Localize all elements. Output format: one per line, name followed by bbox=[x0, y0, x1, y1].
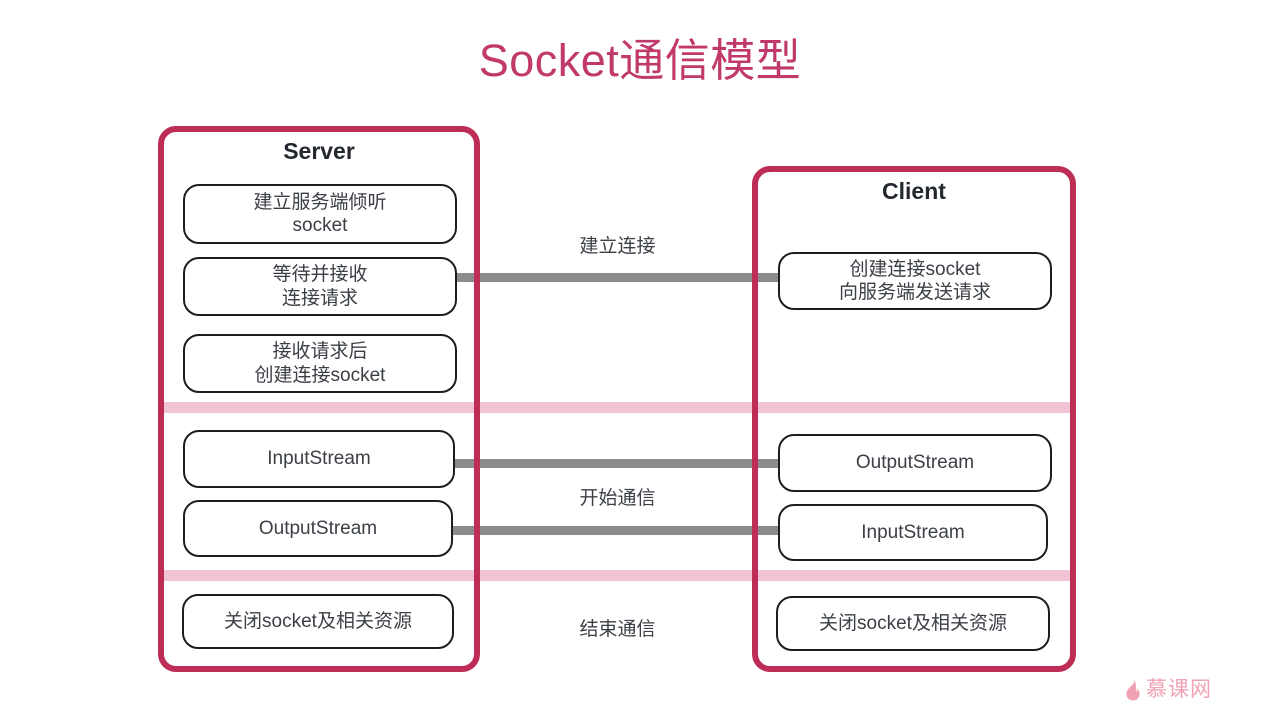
client-step-output-stream: OutputStream bbox=[778, 434, 1052, 492]
phase-label-end-communication: 结束通信 bbox=[579, 619, 656, 640]
server-step-1-line-1: 建立服务端倾听 bbox=[253, 191, 387, 213]
server-panel bbox=[158, 126, 480, 672]
client-step-close-socket: 关闭socket及相关资源 bbox=[776, 596, 1050, 651]
server-step-create-connection-socket: 接收请求后创建连接socket bbox=[183, 334, 457, 393]
connector-server-input-client-output bbox=[450, 459, 785, 468]
server-step-3-line-2: 创建连接socket bbox=[254, 364, 386, 386]
client-step-input-stream: InputStream bbox=[778, 504, 1048, 561]
watermark: 慕课网 bbox=[1124, 678, 1212, 701]
flame-icon bbox=[1124, 678, 1141, 701]
server-step-2-line-2: 连接请求 bbox=[281, 287, 358, 309]
server-step-1-line-2: socket bbox=[292, 215, 348, 236]
server-step-6-line-1: 关闭socket及相关资源 bbox=[224, 610, 412, 632]
connector-server-output-client-input bbox=[450, 526, 785, 535]
server-panel-title: Server bbox=[283, 138, 355, 164]
server-step-3-line-1: 接收请求后 bbox=[272, 341, 368, 363]
client-step-3-line-1: InputStream bbox=[861, 521, 965, 543]
server-step-wait-accept-request: 等待并接收连接请求 bbox=[183, 257, 457, 316]
server-step-5-line-1: OutputStream bbox=[258, 517, 378, 539]
client-step-4-line-1: 关闭socket及相关资源 bbox=[819, 612, 1007, 634]
phase-divider-comm-close bbox=[160, 570, 1075, 581]
server-step-close-socket: 关闭socket及相关资源 bbox=[182, 594, 454, 649]
connector-establish-connection bbox=[455, 273, 780, 282]
watermark-text: 慕课网 bbox=[1146, 678, 1212, 701]
server-step-output-stream: OutputStream bbox=[183, 500, 453, 557]
server-step-4-line-1: InputStream bbox=[267, 448, 371, 470]
page-title: Socket通信模型 bbox=[478, 35, 802, 86]
phase-label-establish-connection: 建立连接 bbox=[579, 236, 656, 257]
client-panel-title: Client bbox=[882, 178, 946, 204]
server-step-2-line-1: 等待并接收 bbox=[272, 264, 368, 286]
client-step-2-line-1: OutputStream bbox=[855, 452, 975, 474]
server-step-input-stream: InputStream bbox=[183, 430, 455, 488]
client-step-1-line-2: 向服务端发送请求 bbox=[838, 282, 991, 303]
phase-label-start-communication: 开始通信 bbox=[579, 488, 656, 509]
client-panel bbox=[752, 166, 1076, 672]
client-step-1-line-1: 创建连接socket bbox=[849, 258, 981, 280]
phase-divider-connect-comm bbox=[160, 402, 1075, 413]
